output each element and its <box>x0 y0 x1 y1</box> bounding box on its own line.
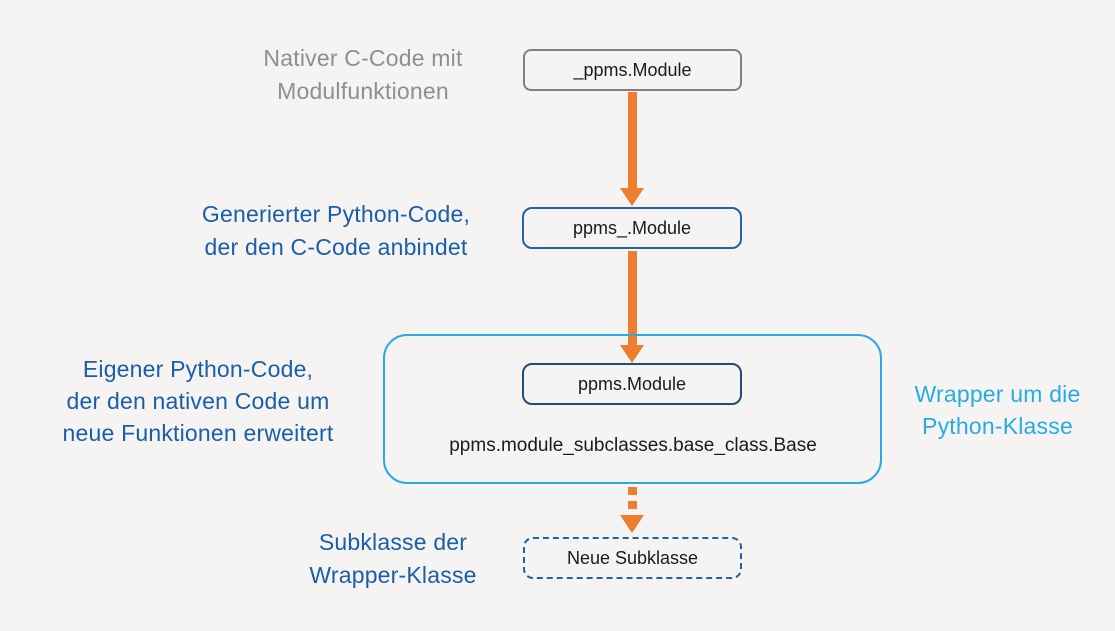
arrow-shaft <box>627 251 637 345</box>
base-class-path-text: ppms.module_subclasses.base_class.Base <box>449 435 817 456</box>
label-generated-python: Generierter Python-Code, der den C-Code … <box>151 198 521 264</box>
label-line: Python-Klasse <box>922 413 1073 439</box>
wrapper-container <box>383 334 882 484</box>
label-line: der den nativen Code um <box>66 388 330 414</box>
label-subclass: Subklasse der Wrapper-Klasse <box>293 526 493 592</box>
arrow-head-icon <box>620 345 644 363</box>
label-native-c-code: Nativer C-Code mit Modulfunktionen <box>213 42 513 108</box>
box-wrapper-module: ppms.Module <box>522 363 742 405</box>
arrow-wrapper-to-subclass-icon <box>620 487 644 533</box>
box-label: ppms.Module <box>577 373 687 394</box>
label-line: neue Funktionen erweitert <box>62 420 334 446</box>
arrow-native-to-generated-icon <box>620 92 644 206</box>
label-line: Generierter Python-Code, <box>201 201 471 227</box>
arrow-shaft <box>627 92 637 188</box>
label-line: Wrapper-Klasse <box>309 562 477 588</box>
label-line: Nativer C-Code mit <box>263 45 463 71</box>
label-line: der den C-Code anbindet <box>204 234 468 260</box>
box-label: Neue Subklasse <box>566 547 699 568</box>
label-line: Wrapper um die <box>914 381 1081 407</box>
arrow-head-icon <box>620 188 644 206</box>
label-line: Subklasse der <box>318 529 468 555</box>
arrow-shaft-dashed <box>627 487 637 515</box>
label-wrapper-class: Wrapper um die Python-Klasse <box>895 378 1100 442</box>
label-line: Eigener Python-Code, <box>82 356 314 382</box>
box-native-module: _ppms.Module <box>523 49 742 91</box>
arrow-head-icon <box>620 515 644 533</box>
arrow-generated-to-wrapper-icon <box>620 251 644 363</box>
box-generated-module: ppms_.Module <box>522 207 742 249</box>
box-label: ppms_.Module <box>572 217 692 238</box>
box-new-subclass: Neue Subklasse <box>523 537 742 579</box>
label-line: Modulfunktionen <box>277 78 449 104</box>
box-label: _ppms.Module <box>573 59 692 80</box>
label-own-python-code: Eigener Python-Code, der den nativen Cod… <box>23 353 373 449</box>
